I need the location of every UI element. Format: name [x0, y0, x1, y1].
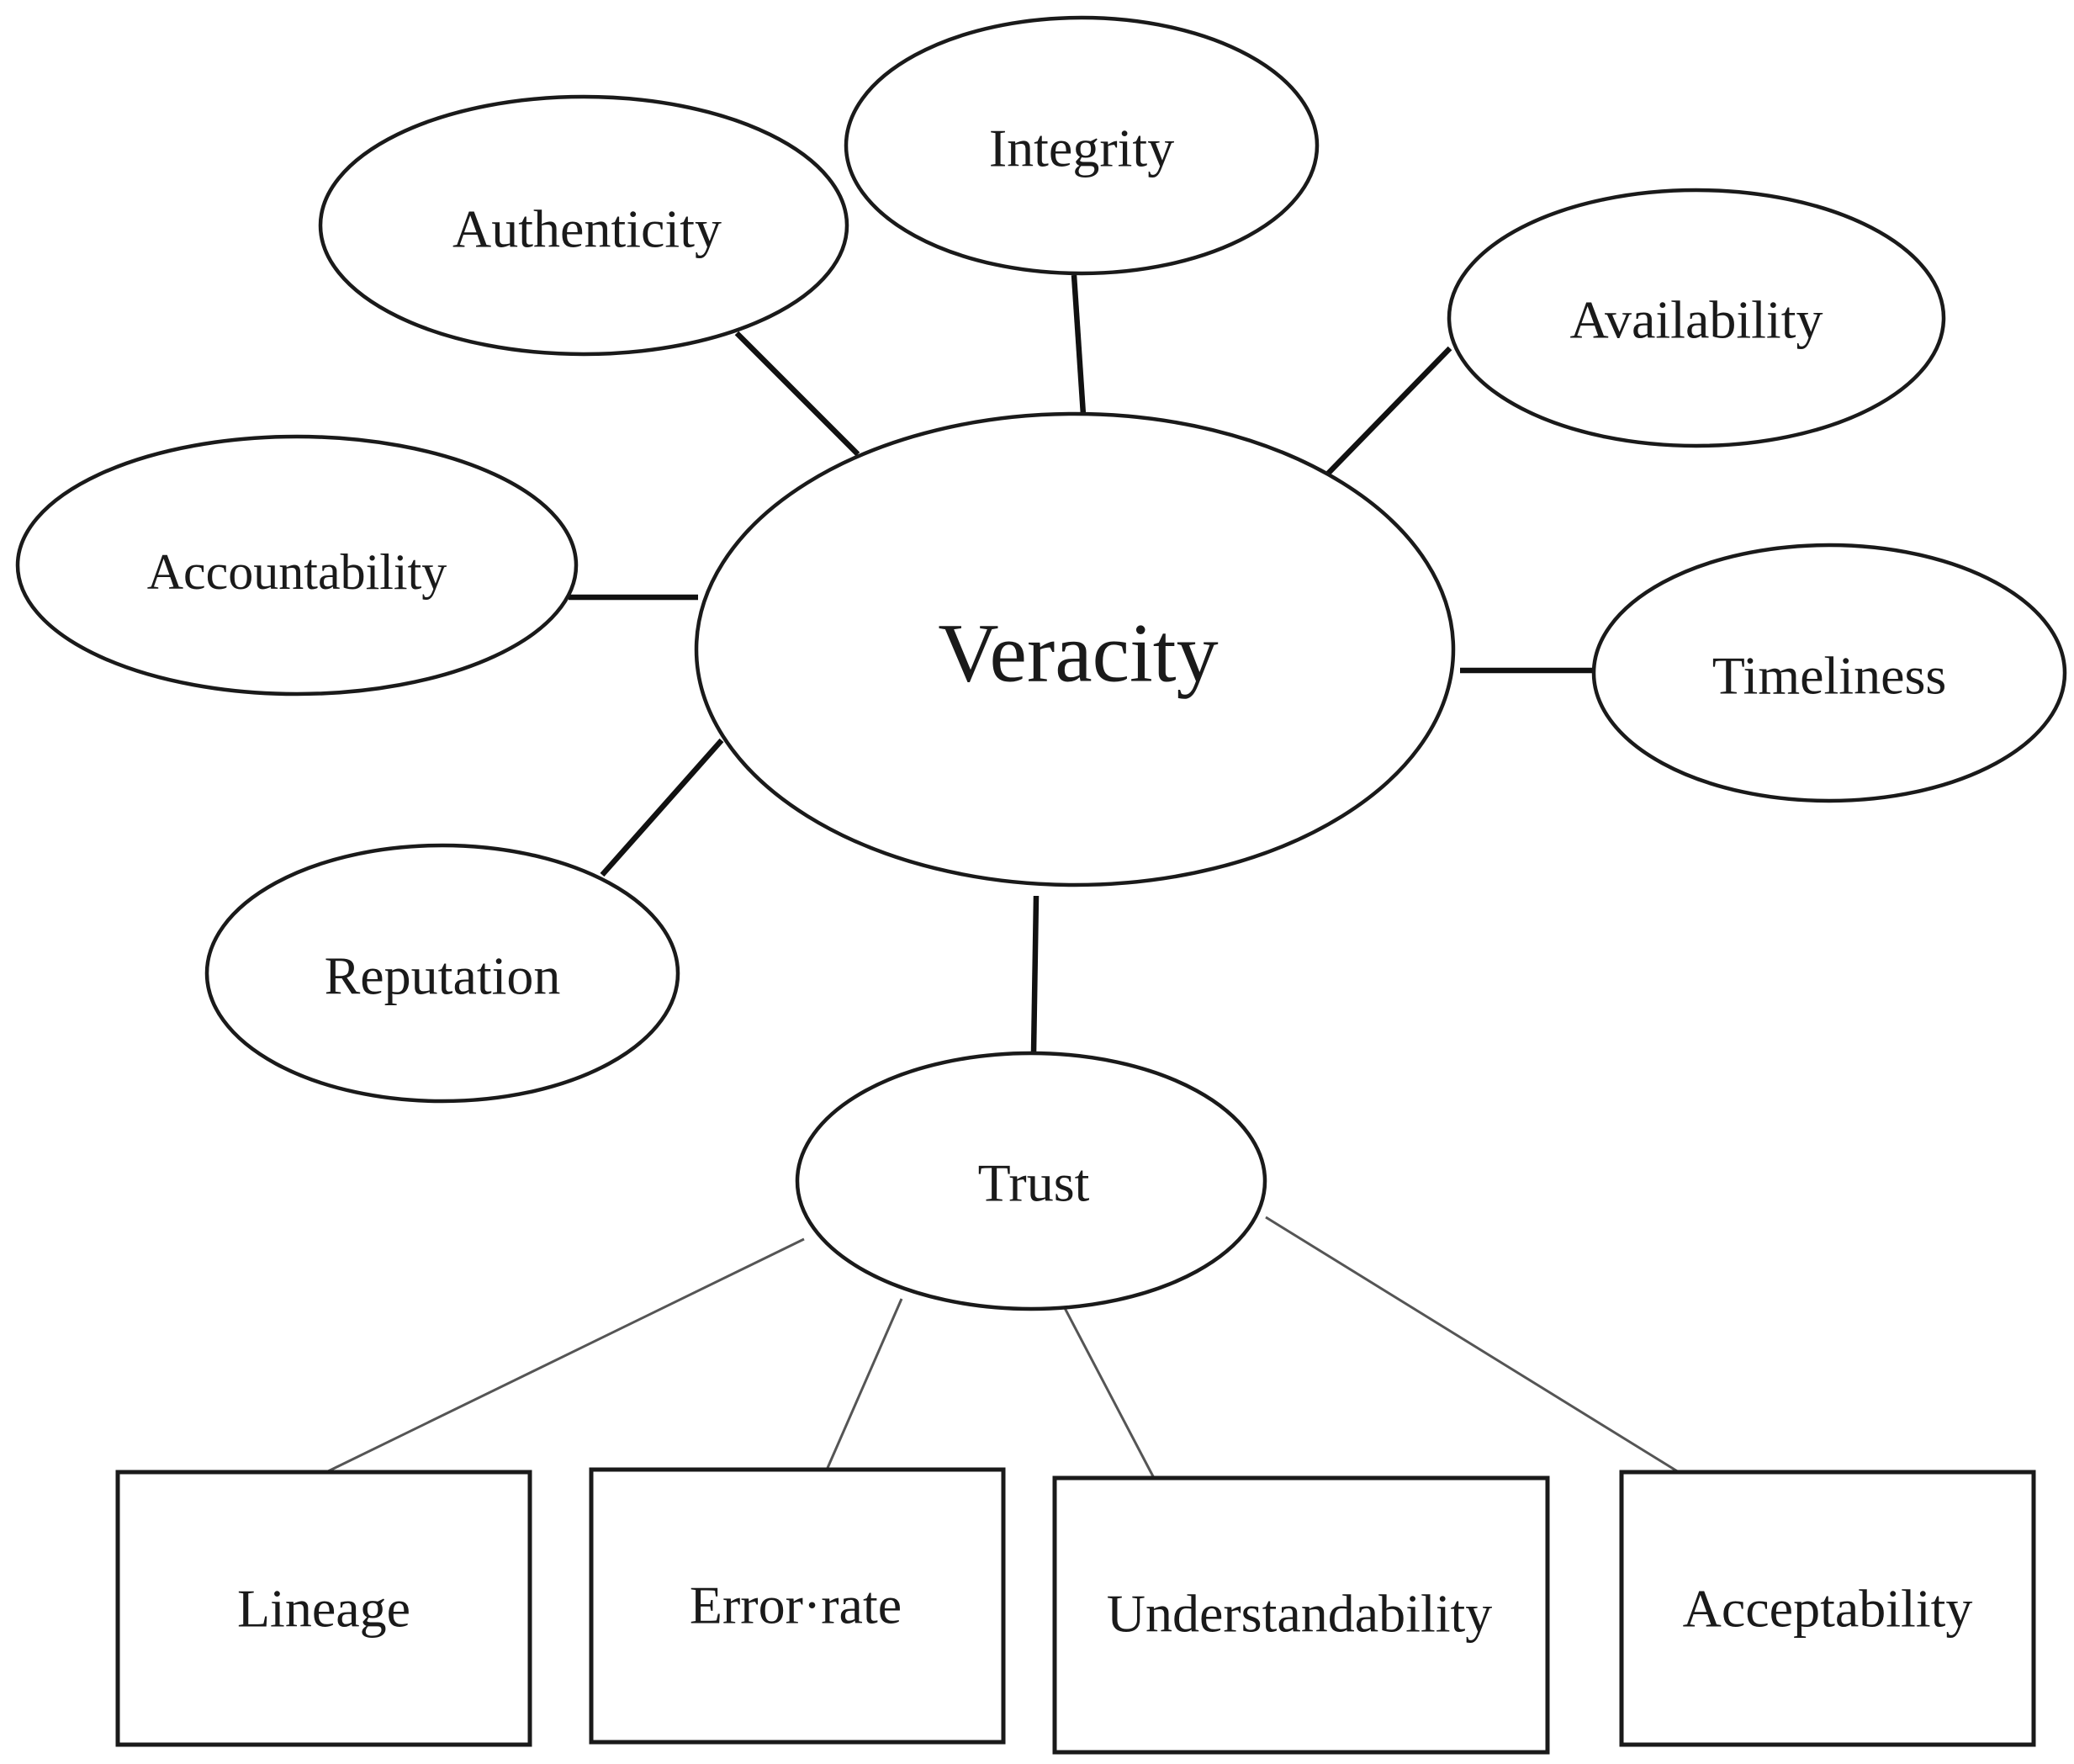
box-lineage: Lineage: [115, 1470, 532, 1747]
rect-acceptability: [1619, 1470, 2036, 1747]
node-timeliness: Timeliness: [1591, 543, 2067, 803]
label-authenticity: Authenticity: [452, 199, 722, 259]
label-availability: Availability: [1570, 290, 1823, 350]
ellipse-reputation: [204, 843, 680, 1104]
trust-edges: [325, 1216, 1680, 1479]
node-veracity: Veracity: [694, 411, 1456, 887]
ellipse-veracity: [694, 411, 1456, 887]
rect-understandability: [1052, 1475, 1550, 1755]
rect-lineage: [115, 1470, 532, 1747]
label-timeliness: Timeliness: [1712, 646, 1947, 706]
ellipse-authenticity: [318, 94, 849, 357]
edge-veracity-integrity: [1071, 274, 1087, 416]
ellipse-accountability: [15, 434, 579, 697]
label-trust: Trust: [978, 1153, 1090, 1213]
edge-veracity-trust: [1030, 895, 1040, 1054]
box-acceptability: Acceptability: [1619, 1470, 2036, 1747]
edge-trust-error-rate: [826, 1298, 903, 1469]
edge-trust-lineage: [325, 1237, 805, 1474]
ellipse-timeliness: [1591, 543, 2067, 803]
ellipse-availability: [1447, 188, 1946, 448]
edge-veracity-reputation: [600, 738, 724, 877]
ellipse-trust: [795, 1051, 1267, 1311]
label-integrity: Integrity: [989, 119, 1174, 178]
label-accountability: Accountability: [147, 544, 447, 600]
node-availability: Availability: [1447, 188, 1946, 448]
label-understandability: Understandability: [1107, 1584, 1493, 1644]
node-trust: Trust: [795, 1051, 1267, 1311]
box-understandability: Understandability: [1052, 1475, 1550, 1755]
label-acceptability: Acceptability: [1683, 1579, 1973, 1639]
node-reputation: Reputation: [204, 843, 680, 1104]
node-accountability: Accountability: [15, 434, 579, 697]
label-veracity: Veracity: [938, 607, 1218, 700]
ellipse-integrity: [844, 15, 1320, 276]
edge-veracity-authenticity: [734, 331, 860, 457]
label-lineage: Lineage: [237, 1579, 410, 1639]
node-integrity: Integrity: [844, 15, 1320, 276]
box-error-rate: Error·rate: [589, 1467, 1006, 1745]
node-authenticity: Authenticity: [318, 94, 849, 357]
edge-trust-acceptability: [1265, 1216, 1680, 1474]
edge-veracity-availability: [1321, 346, 1452, 480]
label-error-rate: Error·rate: [690, 1576, 902, 1635]
rect-error-rate: [589, 1467, 1006, 1745]
edge-trust-understandability: [1063, 1307, 1156, 1479]
veracity-edges: [569, 274, 1593, 1054]
label-reputation: Reputation: [325, 946, 561, 1006]
